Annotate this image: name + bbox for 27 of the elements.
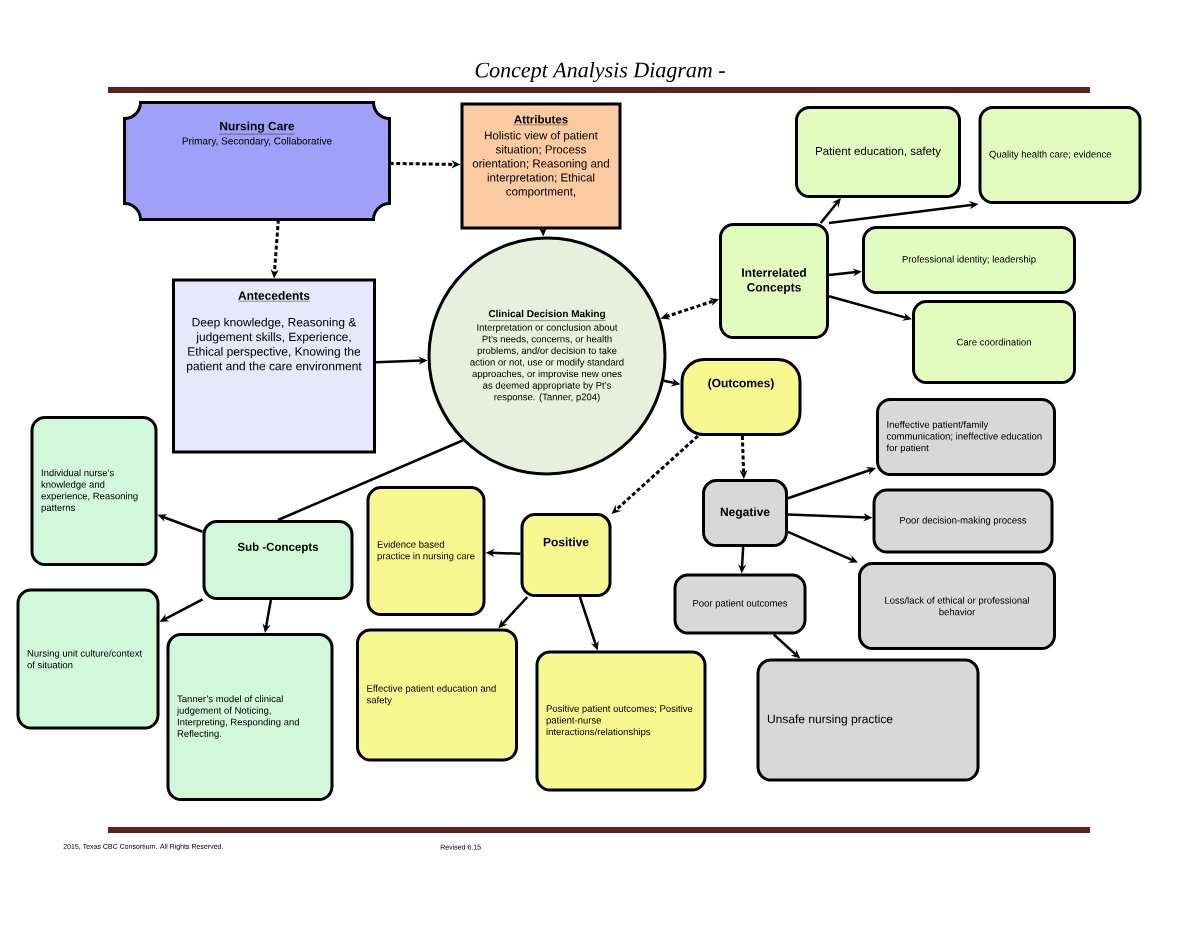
concept-box: Interrelated Concepts: [719, 223, 829, 339]
concept-box: Quality health care; evidence: [978, 106, 1142, 204]
concept-box: Evidence based practice in nursing care: [366, 486, 486, 616]
concept-box: Care coordination: [912, 300, 1076, 384]
concept-box: Individual nurse’s knowledge and experience, Reasoning patterns: [30, 416, 158, 566]
concept-box: Sub -Concepts: [202, 520, 354, 600]
concept-box: Nursing unit culture/context of situation: [16, 588, 160, 730]
concept-box: Professional identity; leadership: [862, 226, 1076, 294]
concept-box: Positive: [520, 513, 612, 597]
concept-box: Patient education, safety: [795, 106, 961, 198]
concept-box: Loss/lack of ethical or professional behavior: [858, 562, 1056, 650]
arrow: [787, 530, 858, 563]
concept-box: Positive patient outcomes; Positive patient-nurse interactions/relationships: [535, 650, 707, 792]
concept-box: Poor decision-making process: [872, 488, 1054, 554]
title: Concept Analysis Diagram -: [475, 62, 725, 82]
connector-line: [277, 439, 463, 522]
concept-box: Attributes Holistic view of patient situation; Process orientation; Reasoning and interpretation; Ethical comportment,: [460, 102, 622, 230]
concept-box: Antecedents Deep knowledge, Reasoning & judgement skills, Experience, Ethical perspective, Knowing the patient and the care environment: [172, 278, 376, 454]
concept-box: Ineffective patient/family communication; ineffective education for patient: [876, 398, 1056, 476]
plaque-box: Nursing Care Primary, Secondary, Collaborative: [123, 101, 391, 221]
arrow: [819, 198, 841, 224]
outcome-box: (Outcomes): [680, 358, 802, 436]
concept-box: Effective patient education and safety: [356, 628, 518, 762]
concept-box: Poor patient outcomes: [673, 573, 807, 635]
concept-box: Unsafe nursing practice: [756, 658, 980, 782]
concept-box: Negative: [702, 479, 788, 547]
concept-box: Tanner’s model of clinical judgement of Noticing, Interpreting, Responding and Reflecting.: [166, 633, 334, 801]
